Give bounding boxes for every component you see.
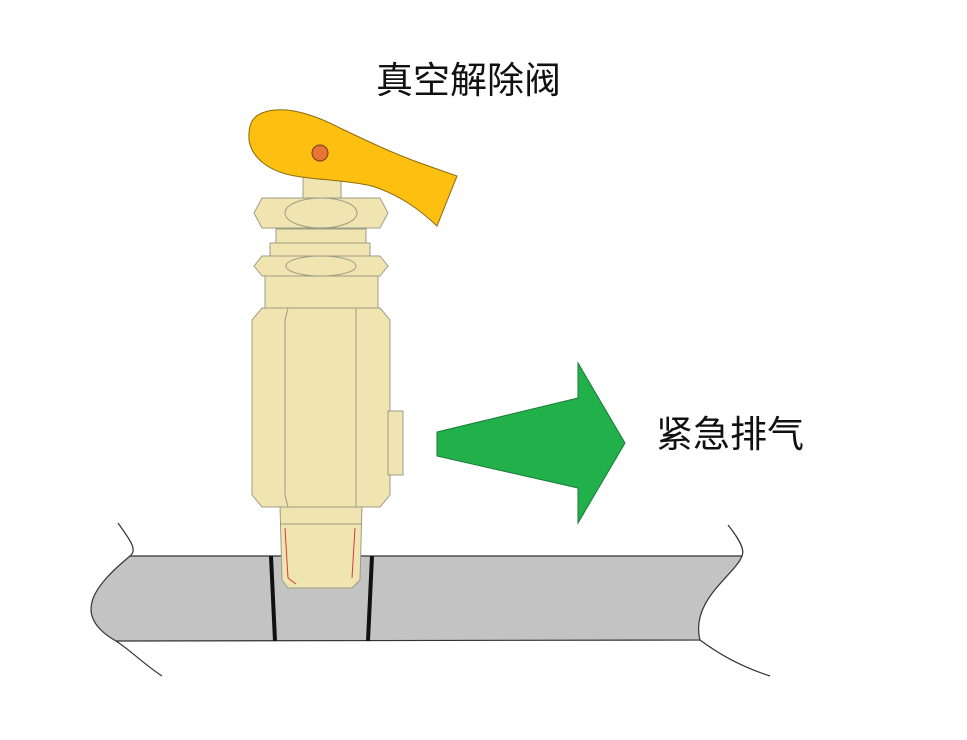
pivot-pin-icon xyxy=(311,144,329,162)
threaded-nipple xyxy=(279,504,363,589)
weld-line-right xyxy=(366,555,374,642)
upper-hex-nut xyxy=(253,197,389,229)
hex-body-center-face xyxy=(284,307,357,508)
lower-hex-nut xyxy=(253,255,389,277)
pipe xyxy=(90,522,771,677)
lower-nut-outline xyxy=(253,255,389,277)
exhaust-arrow-icon xyxy=(436,361,626,525)
upper-neck xyxy=(264,275,379,309)
pipe-edge-left-top xyxy=(117,522,134,557)
spacer-ring-top xyxy=(275,228,367,244)
pipe-body xyxy=(90,555,743,642)
hex-body xyxy=(251,307,404,508)
pipe-edge-right-bottom xyxy=(699,639,771,677)
weld-line-left xyxy=(269,555,277,642)
handle-shape xyxy=(248,109,458,227)
pipe-edge-left-bottom xyxy=(115,640,163,677)
pipe-edge-right-top xyxy=(727,524,744,557)
upper-nut-outline xyxy=(253,197,389,229)
nipple-body xyxy=(279,504,363,589)
thread-seal-tape xyxy=(284,527,356,585)
exhaust-port xyxy=(387,410,404,476)
handle-lever xyxy=(248,109,458,227)
spacer-ring-bottom xyxy=(269,242,371,257)
diagram-title: 真空解除阀 xyxy=(376,59,561,102)
exhaust-label: 紧急排气 xyxy=(656,413,804,456)
